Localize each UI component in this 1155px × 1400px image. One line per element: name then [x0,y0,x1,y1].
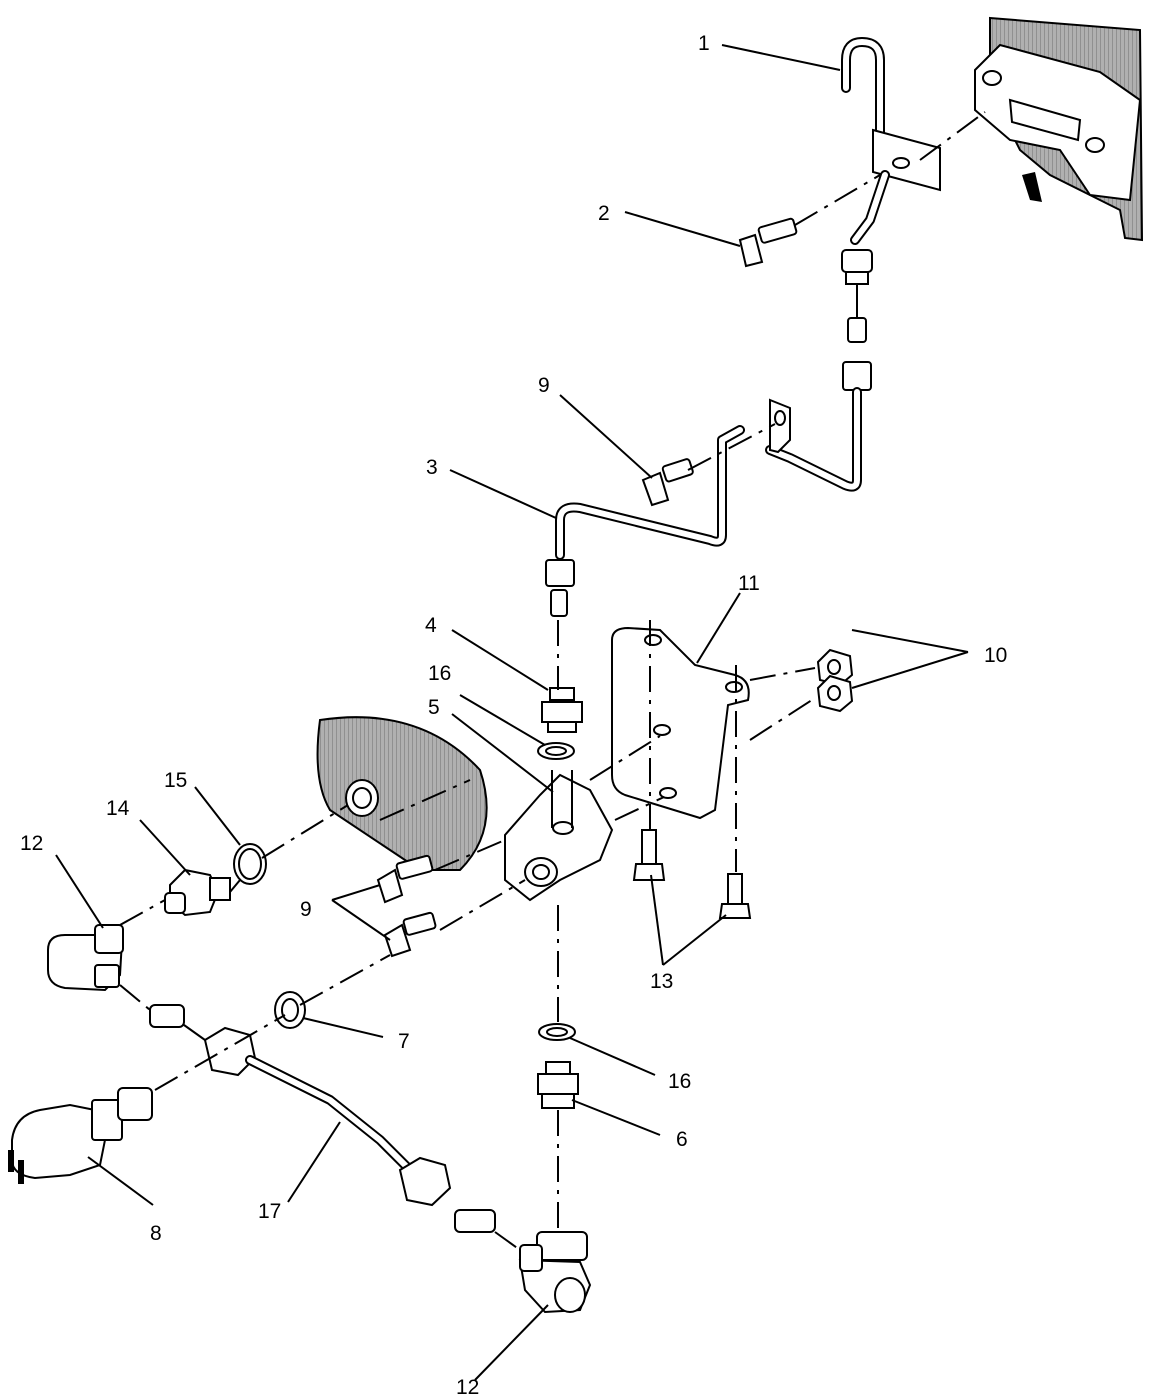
long-tube [545,387,862,617]
elbow-12-upper [47,924,124,992]
nut-10-lower [816,674,854,713]
o-ring-15 [233,843,267,885]
bolt-9-upper [641,458,694,507]
washer-16-upper [537,742,575,760]
assembly-lines [119,111,986,1251]
tube-17 [149,1004,496,1233]
elbow-12-lower [518,1231,592,1314]
sender-8 [8,1087,153,1184]
tube-fitting-upper [841,249,873,391]
callout-4: 4 [425,614,437,637]
bolt-9-lower-a [376,854,434,904]
callout-2: 2 [598,202,610,225]
callout-3: 3 [426,456,438,479]
bolt-9-lower-b [383,911,437,958]
callout-12-upper: 12 [20,832,43,855]
engine-housing [316,716,488,871]
callout-9-lower: 9 [300,898,312,921]
callout-1: 1 [698,32,710,55]
callout-15: 15 [164,769,187,792]
callout-7: 7 [398,1030,410,1053]
callout-17: 17 [258,1200,281,1223]
bolt-2 [738,217,798,268]
callout-6: 6 [676,1128,688,1151]
hook-tube [841,37,941,245]
junction-block-5 [504,770,614,902]
mounting-bracket-upper [974,16,1144,242]
callout-13: 13 [650,970,673,993]
callout-16-upper: 16 [428,662,451,685]
callout-16-lower: 16 [668,1070,691,1093]
callout-5: 5 [428,696,440,719]
washer-7 [274,991,306,1029]
callout-12-lower: 12 [456,1376,479,1399]
adapter-14 [164,868,231,917]
bracket-plate [611,626,750,820]
fitting-4 [541,687,583,733]
fitting-6 [537,1061,579,1109]
callout-9-upper: 9 [538,374,550,397]
bolt-13-left [632,829,666,881]
callout-14: 14 [106,797,130,820]
callout-8: 8 [150,1222,162,1245]
bolt-13-right [718,873,752,919]
leader-lines [55,44,969,1381]
nut-10-upper [816,648,854,687]
callout-10: 10 [984,644,1007,667]
callout-labels: 1 2 3 4 5 6 7 8 9 9 10 11 12 12 13 14 15… [20,32,1007,1399]
washer-16-lower [538,1023,576,1041]
callout-11: 11 [738,572,760,595]
